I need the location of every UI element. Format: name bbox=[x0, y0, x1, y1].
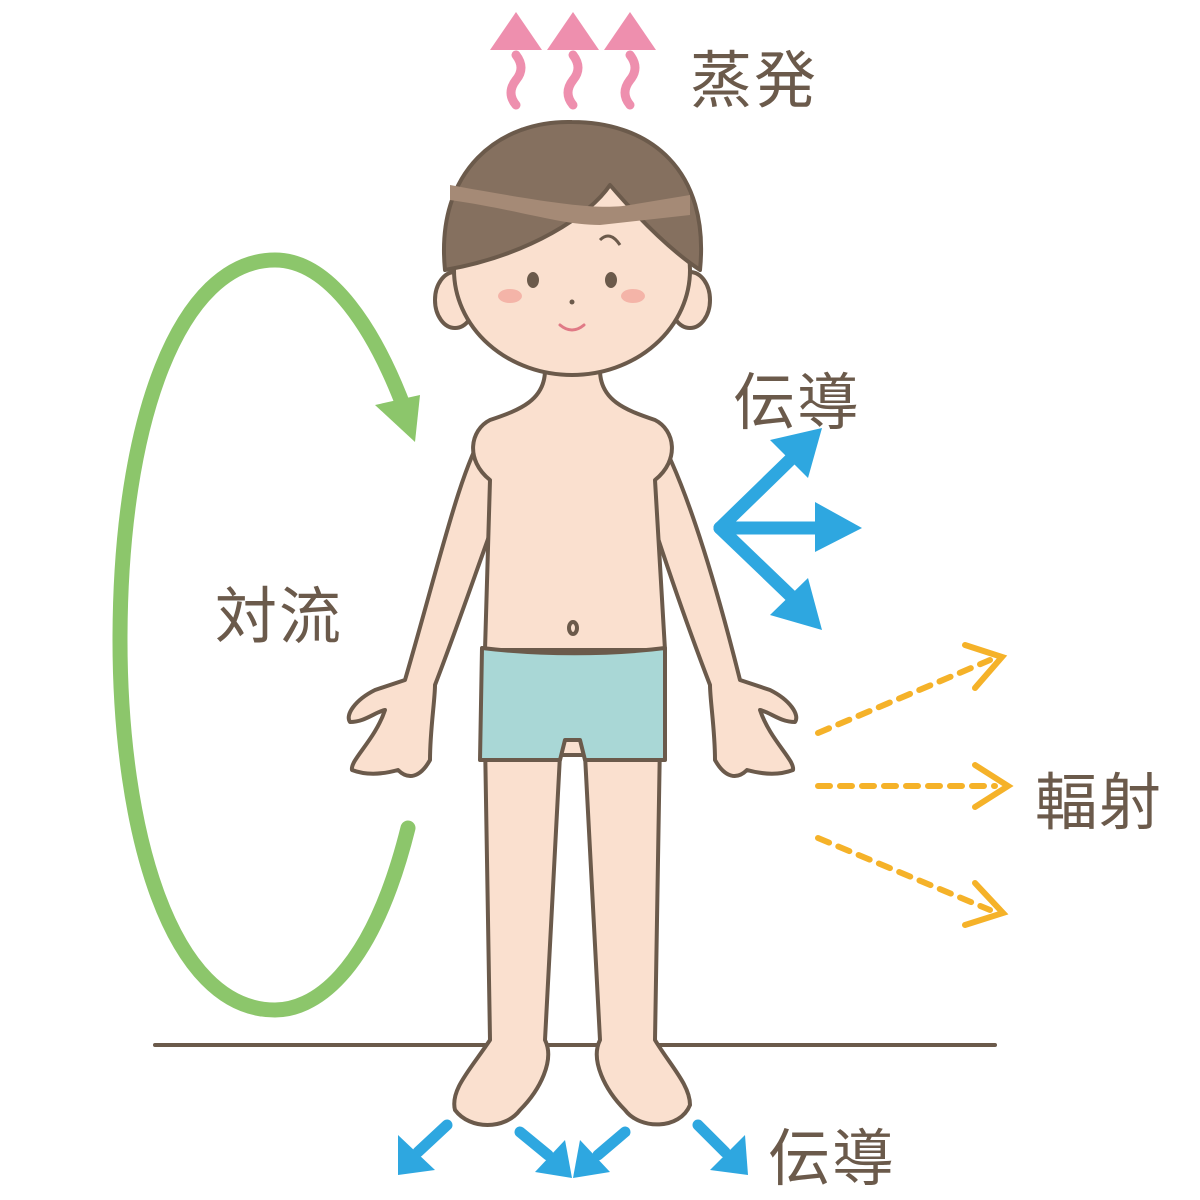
convection-arrow-icon bbox=[112, 252, 420, 1018]
conduction-lower-arrows bbox=[398, 1119, 748, 1178]
face-features bbox=[498, 234, 645, 332]
radiation-arrows bbox=[815, 642, 1014, 928]
child-figure bbox=[346, 119, 799, 1127]
label-conduction-lower: 伝導 bbox=[768, 1122, 897, 1195]
evaporation-arrow-icon bbox=[547, 12, 599, 110]
right-arm bbox=[650, 428, 799, 778]
evaporation-arrows bbox=[490, 12, 656, 110]
shorts bbox=[478, 646, 667, 762]
conduction-upper-arrows bbox=[713, 428, 862, 630]
navel bbox=[567, 620, 579, 636]
left-arm bbox=[346, 428, 497, 778]
label-evaporation: 蒸発 bbox=[690, 44, 819, 117]
legs bbox=[452, 738, 692, 1127]
label-conduction-upper: 伝導 bbox=[733, 366, 862, 439]
evaporation-arrow-icon bbox=[604, 12, 656, 110]
label-radiation: 輻射 bbox=[1035, 766, 1164, 839]
evaporation-arrow-icon bbox=[490, 12, 542, 110]
hair-highlight bbox=[450, 185, 690, 225]
torso bbox=[471, 368, 674, 652]
label-convection: 対流 bbox=[215, 580, 344, 653]
